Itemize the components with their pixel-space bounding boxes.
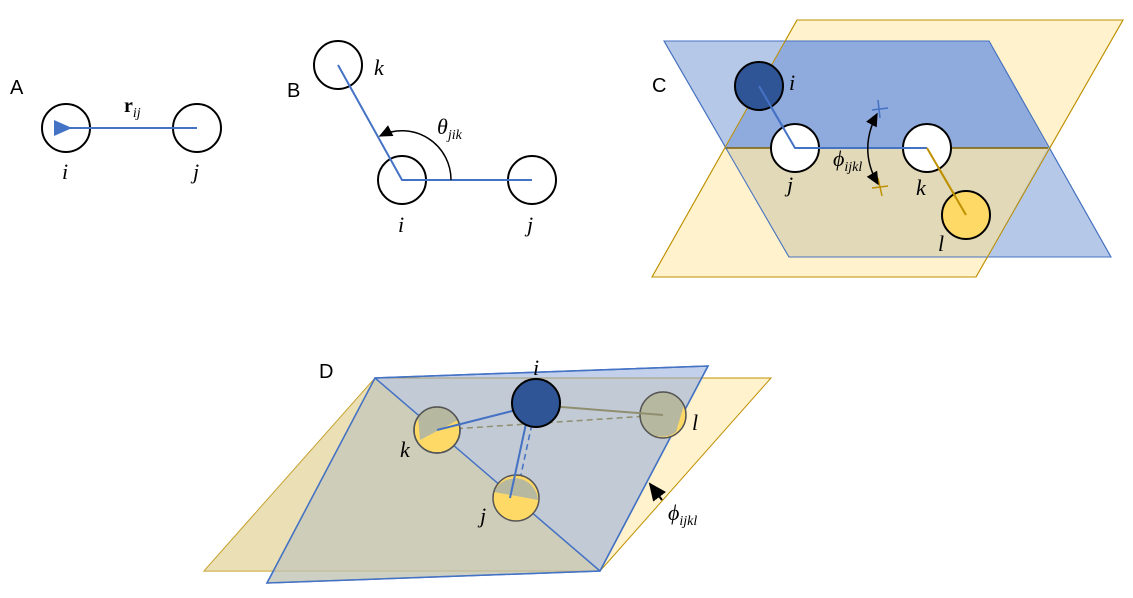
panel-b-label: B (287, 80, 300, 102)
atom-i (511, 378, 561, 428)
bond-i-j-k-overlay (758, 85, 927, 149)
atom-j-label: j (784, 172, 793, 197)
angle-label: θjik (437, 114, 463, 143)
vector-rij-label: rij (124, 95, 141, 121)
panel-c: C ϕijkl i j (651, 19, 1124, 278)
atom-i-label: i (533, 355, 539, 380)
dihedral-label: ϕijkl (668, 500, 697, 529)
atom-j-label: j (477, 503, 486, 528)
panel-b: B θjik k i j (287, 40, 557, 237)
atom-i-label: i (62, 159, 68, 184)
atom-k-label: k (400, 437, 411, 462)
atom-j (492, 474, 540, 522)
panel-c-label: C (652, 75, 666, 97)
bond-k-l-overlay (926, 147, 967, 216)
atom-l-label: l (938, 231, 944, 256)
atom-j-label: j (524, 212, 533, 237)
atom-i-label: i (789, 70, 795, 95)
plane-intersection-line (374, 377, 601, 572)
plane-blue-edge (265, 365, 710, 584)
dihedral-label: ϕijkl (833, 146, 862, 175)
atom-i-label: i (398, 212, 404, 237)
plane-blue-edge (663, 40, 1112, 258)
normal-blue-marker (871, 99, 889, 119)
plane-yellow-edge (651, 19, 1124, 278)
dihedral-arrow (648, 482, 666, 502)
atom-j-label: j (190, 159, 199, 184)
dihedral-arc (866, 112, 879, 186)
atom-k-label: k (916, 175, 927, 200)
atom-l-label: l (692, 410, 698, 435)
panel-a-label: A (10, 77, 24, 99)
plane-overlap (204, 378, 600, 583)
panel-d: D (202, 355, 773, 584)
angle-arc (378, 125, 452, 181)
panel-d-label: D (319, 361, 333, 383)
panel-a: A rij i j (10, 77, 222, 184)
bond-k-i-j (337, 64, 532, 181)
plane-overlap-upper (725, 41, 1048, 148)
atom-k-label: k (374, 55, 385, 80)
